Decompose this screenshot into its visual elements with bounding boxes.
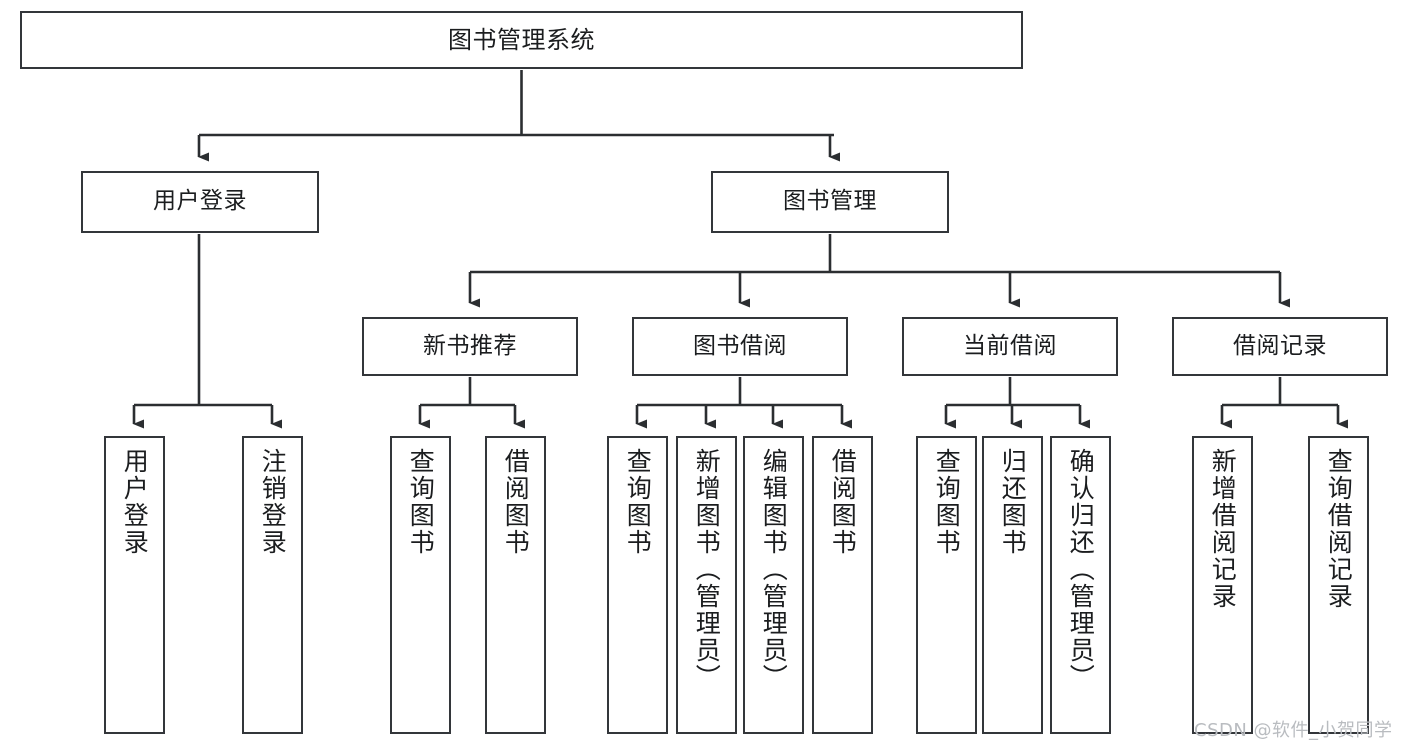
node-root-system[interactable]: 图书管理系统: [20, 11, 1023, 69]
node-label: 查询借阅记录: [1324, 448, 1354, 610]
node-user-login[interactable]: 用户登录: [81, 171, 319, 233]
node-label: 注销登录: [258, 448, 288, 556]
leaf-borrow-query-book[interactable]: 查询图书: [607, 436, 668, 734]
node-label: 查询图书: [406, 448, 436, 556]
node-label: 新增图书（管理员）: [692, 448, 722, 691]
node-label: 编辑图书（管理员）: [759, 448, 789, 691]
node-label: 当前借阅: [963, 332, 1057, 359]
node-label: 确认归还（管理员）: [1066, 448, 1096, 691]
node-label: 图书管理系统: [448, 25, 595, 54]
leaf-newbook-borrow-book[interactable]: 借阅图书: [485, 436, 546, 734]
leaf-record-query-record[interactable]: 查询借阅记录: [1308, 436, 1369, 734]
leaf-record-add-record[interactable]: 新增借阅记录: [1192, 436, 1253, 734]
node-label: 查询图书: [932, 448, 962, 556]
leaf-borrow-borrow-book[interactable]: 借阅图书: [812, 436, 873, 734]
node-label: 借阅图书: [828, 448, 858, 556]
node-borrow-record[interactable]: 借阅记录: [1172, 317, 1388, 376]
leaf-logout[interactable]: 注销登录: [242, 436, 303, 734]
node-label: 借阅记录: [1233, 332, 1327, 359]
node-label: 借阅图书: [501, 448, 531, 556]
csdn-watermark: CSDN @软件_小贺同学: [1194, 720, 1393, 741]
leaf-borrow-edit-book-admin[interactable]: 编辑图书（管理员）: [743, 436, 804, 734]
node-label: 归还图书: [998, 448, 1028, 556]
node-current-borrow[interactable]: 当前借阅: [902, 317, 1118, 376]
leaf-user-login[interactable]: 用户登录: [104, 436, 165, 734]
node-label: 新书推荐: [423, 332, 517, 359]
leaf-current-query-book[interactable]: 查询图书: [916, 436, 977, 734]
node-label: 新增借阅记录: [1208, 448, 1238, 610]
leaf-current-confirm-return-admin[interactable]: 确认归还（管理员）: [1050, 436, 1111, 734]
node-label: 图书管理: [783, 188, 877, 215]
leaf-current-return-book[interactable]: 归还图书: [982, 436, 1043, 734]
node-label: 查询图书: [623, 448, 653, 556]
node-book-management[interactable]: 图书管理: [711, 171, 949, 233]
leaf-newbook-query-book[interactable]: 查询图书: [390, 436, 451, 734]
node-label: 用户登录: [153, 188, 247, 215]
node-label: 用户登录: [120, 448, 150, 556]
leaf-borrow-add-book-admin[interactable]: 新增图书（管理员）: [676, 436, 737, 734]
node-book-borrow[interactable]: 图书借阅: [632, 317, 848, 376]
node-label: 图书借阅: [693, 332, 787, 359]
node-new-book-recommend[interactable]: 新书推荐: [362, 317, 578, 376]
